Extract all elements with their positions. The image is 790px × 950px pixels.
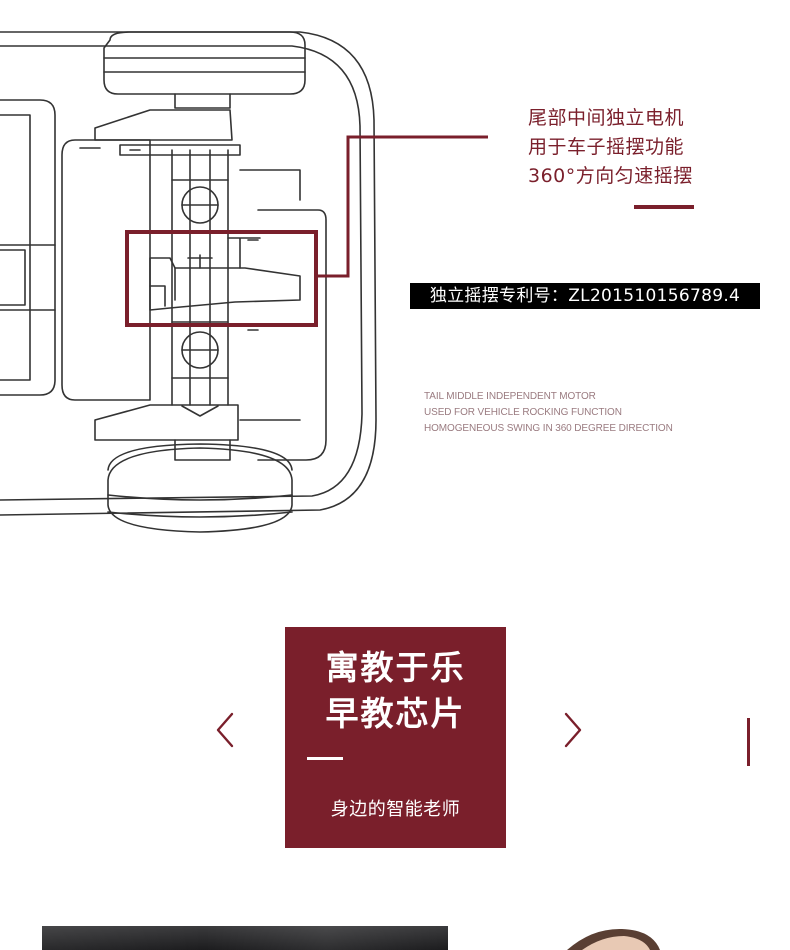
carousel-prev-button[interactable] bbox=[210, 710, 240, 750]
accent-divider bbox=[634, 205, 694, 209]
chevron-left-icon bbox=[216, 712, 234, 748]
feature-line-2: 用于车子摇摆功能 bbox=[528, 136, 685, 158]
feature-description-english: TAIL MIDDLE INDEPENDENT MOTOR USED FOR V… bbox=[424, 389, 673, 437]
carousel-next-button[interactable] bbox=[558, 710, 588, 750]
panel-title: 寓教于乐 早教芯片 bbox=[285, 645, 506, 737]
feature-line-3: 360°方向匀速摇摆 bbox=[528, 165, 693, 187]
english-line-2: USED FOR VEHICLE ROCKING FUNCTION bbox=[424, 407, 622, 418]
person-photo bbox=[562, 928, 662, 950]
english-line-3: HOMOGENEOUS SWING IN 360 DEGREE DIRECTIO… bbox=[424, 423, 673, 434]
chevron-right-icon bbox=[564, 712, 582, 748]
feature-panel: 寓教于乐 早教芯片 身边的智能老师 bbox=[285, 627, 506, 848]
panel-subtitle: 身边的智能老师 bbox=[330, 799, 461, 820]
patent-banner: 独立摇摆专利号：ZL201510156789.4 bbox=[410, 283, 760, 309]
feature-line-1: 尾部中间独立电机 bbox=[528, 107, 685, 129]
panel-title-line-2: 早教芯片 bbox=[325, 694, 466, 733]
car-underside-illustration bbox=[0, 31, 488, 533]
english-line-1: TAIL MIDDLE INDEPENDENT MOTOR bbox=[424, 391, 596, 402]
carousel-indicator-bar[interactable] bbox=[747, 718, 750, 766]
panel-title-line-1: 寓教于乐 bbox=[325, 648, 466, 687]
product-photo bbox=[42, 926, 448, 950]
panel-divider bbox=[307, 757, 343, 760]
feature-description: 尾部中间独立电机 用于车子摇摆功能 360°方向匀速摇摆 bbox=[528, 104, 728, 191]
